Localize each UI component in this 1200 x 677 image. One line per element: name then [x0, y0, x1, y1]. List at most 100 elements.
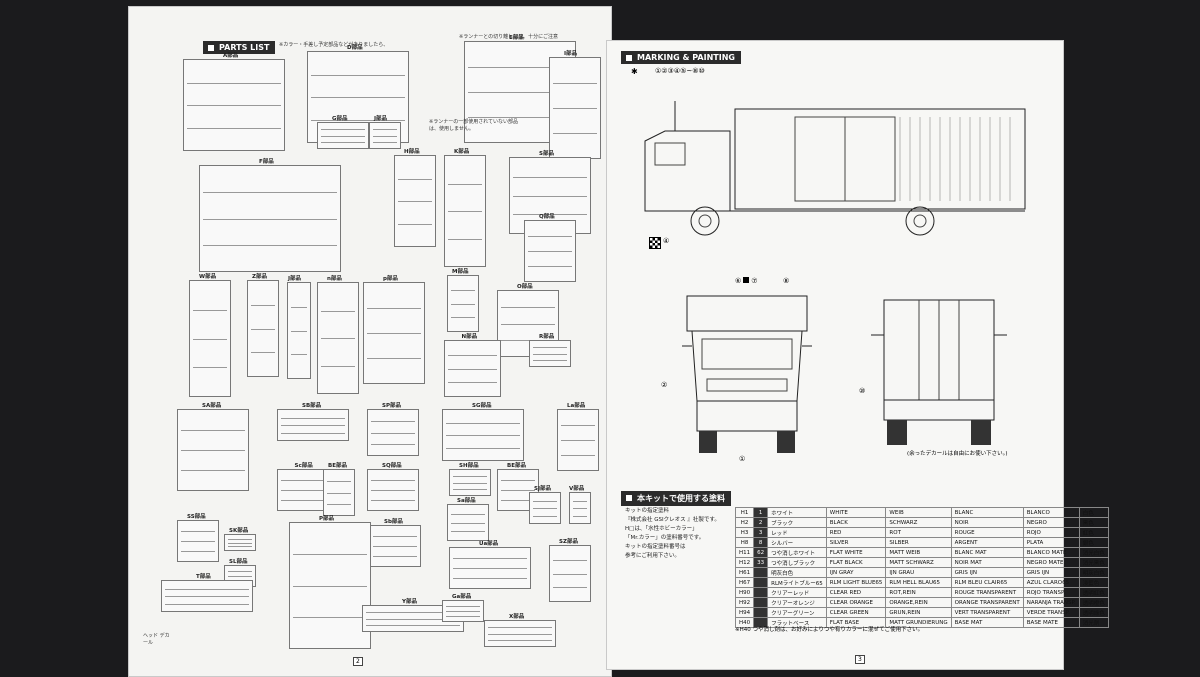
paint-cell-es: NEGRO MATE: [1022, 557, 1080, 568]
part-label: SP部品: [382, 403, 401, 409]
sprue-runner: [553, 573, 587, 575]
paint-cell-num: [753, 597, 769, 608]
paint-cell-code: H11: [734, 547, 755, 558]
sprue-runner: [501, 339, 555, 341]
paint-cell-cn: 黑色: [1078, 517, 1109, 528]
sprue-runner: [281, 432, 345, 434]
part-label: BE部品: [507, 463, 526, 469]
paint-note: 参考にご利用下さい。: [625, 553, 680, 559]
sprue-runner: [451, 303, 475, 305]
paint-cell-jp: 明灰白色: [767, 567, 827, 578]
parts-sprue: [394, 155, 436, 247]
sprue-runner: [367, 358, 421, 359]
sprue-runner: [553, 108, 597, 109]
parts-sprue: [224, 534, 256, 551]
sprue-runner: [321, 141, 365, 143]
sprue-runner: [528, 251, 572, 252]
parts-sprue: [442, 409, 524, 461]
sprue-runner: [448, 183, 482, 185]
paint-cell-jp: シルバー: [767, 537, 827, 548]
parts-sprue: [177, 409, 249, 491]
sprue-runner: [371, 500, 415, 501]
parts-sprue: [287, 282, 311, 379]
part-label: SG部品: [472, 403, 492, 409]
sprue-runner: [513, 176, 587, 178]
part-label: SB部品: [302, 403, 322, 409]
paint-note: キットの指定塗料: [625, 508, 670, 514]
paint-cell-code: H92: [734, 597, 755, 608]
parts-list-page: PARTS LIST ※カラー・手差し予定部品などがありましたら、 ※ランナーと…: [128, 6, 612, 677]
sprue-runner: [228, 546, 252, 548]
sprue-runner: [453, 482, 487, 484]
paint-cell-code: H2: [734, 517, 755, 528]
part-label: M部品: [452, 269, 469, 275]
part-label: SL部品: [229, 559, 248, 565]
sprue-runner: [181, 450, 245, 451]
marking-star-icon: ✱: [631, 67, 638, 76]
sprue-runner: [501, 490, 535, 491]
sprue-runner: [453, 568, 527, 569]
top-note-right: ※ランナーとの切り離しには、十分にご注意: [459, 34, 559, 40]
parts-sprue: [247, 280, 279, 377]
paint-cell-code: H67: [734, 577, 755, 588]
sprue-runner: [371, 421, 415, 423]
part-label: n部品: [327, 276, 342, 282]
paint-cell-de: GRUN,REIN: [885, 607, 952, 618]
marking-page: MARKING & PAINTING ✱ ①②③④⑤~⑧⑩ ④: [606, 40, 1109, 670]
paint-cell-jp: レッド: [767, 527, 827, 538]
sprue-runner: [488, 627, 552, 629]
parts-sprue: [323, 469, 355, 516]
part-label: SQ部品: [382, 463, 402, 469]
sprue-runner: [446, 616, 480, 617]
sprue-runner: [181, 430, 245, 431]
parts-sprue: [484, 620, 556, 647]
sprue-runner: [553, 559, 587, 561]
sprue-runner: [371, 490, 415, 491]
callout-8: ⑧: [783, 277, 790, 285]
paint-cell-en: CLEAR RED: [825, 587, 887, 598]
sprue-runner: [373, 141, 397, 143]
parts-sprue: [177, 520, 219, 562]
truck-front-view: [682, 295, 812, 453]
sprue-runner: [501, 480, 535, 481]
paint-cell-fr: RLM BLEU CLAIR65: [950, 577, 1024, 588]
marking-title: MARKING & PAINTING: [637, 53, 735, 62]
sprue-runner: [573, 500, 587, 502]
sprue-runner: [561, 440, 595, 441]
sprue-runner: [453, 558, 527, 559]
truck-rear-view: [871, 299, 1007, 445]
paint-cell-es: NEGRO: [1022, 517, 1080, 528]
paint-cell-de: IJN GRAU: [885, 567, 952, 578]
sprue-runner: [373, 546, 417, 547]
part-label: J部品: [374, 116, 388, 122]
sprue-runner: [203, 244, 337, 246]
paint-note: 「Mr.カラー」の塗料番号です。: [625, 535, 705, 541]
paint-cell-en: CLEAR ORANGE: [825, 597, 887, 608]
sprue-runner: [448, 354, 497, 356]
sprue-runner: [553, 587, 587, 589]
paint-cell-code: H3: [734, 527, 755, 538]
part-label: SS部品: [187, 514, 206, 520]
sprue-runner: [446, 435, 520, 436]
sprue-runner: [193, 338, 227, 340]
paint-cell-es: PLATA: [1022, 537, 1080, 548]
sprue-runner: [468, 67, 572, 68]
callout-10: ⑩: [859, 387, 866, 395]
sprue-runner: [367, 333, 421, 334]
sprue-runner: [311, 97, 405, 98]
part-label: Sc部品: [294, 463, 313, 469]
paint-cell-fr: GRIS IJN: [950, 567, 1024, 578]
paint-cell-es: NARANJA TRANSP.: [1022, 597, 1080, 608]
paint-cell-num: 33: [753, 557, 769, 568]
sprue-runner: [228, 542, 252, 544]
paint-cell-jp: クリアーグリーン: [767, 607, 827, 618]
paint-cell-num: [753, 607, 769, 618]
part-label: SZ部品: [559, 539, 578, 545]
sprue-runner: [321, 338, 355, 339]
paint-cell-de: SILBER: [885, 537, 952, 548]
sprue-runner: [291, 306, 307, 308]
sprue-runner: [533, 500, 557, 502]
paint-cell-code: H94: [734, 607, 755, 618]
